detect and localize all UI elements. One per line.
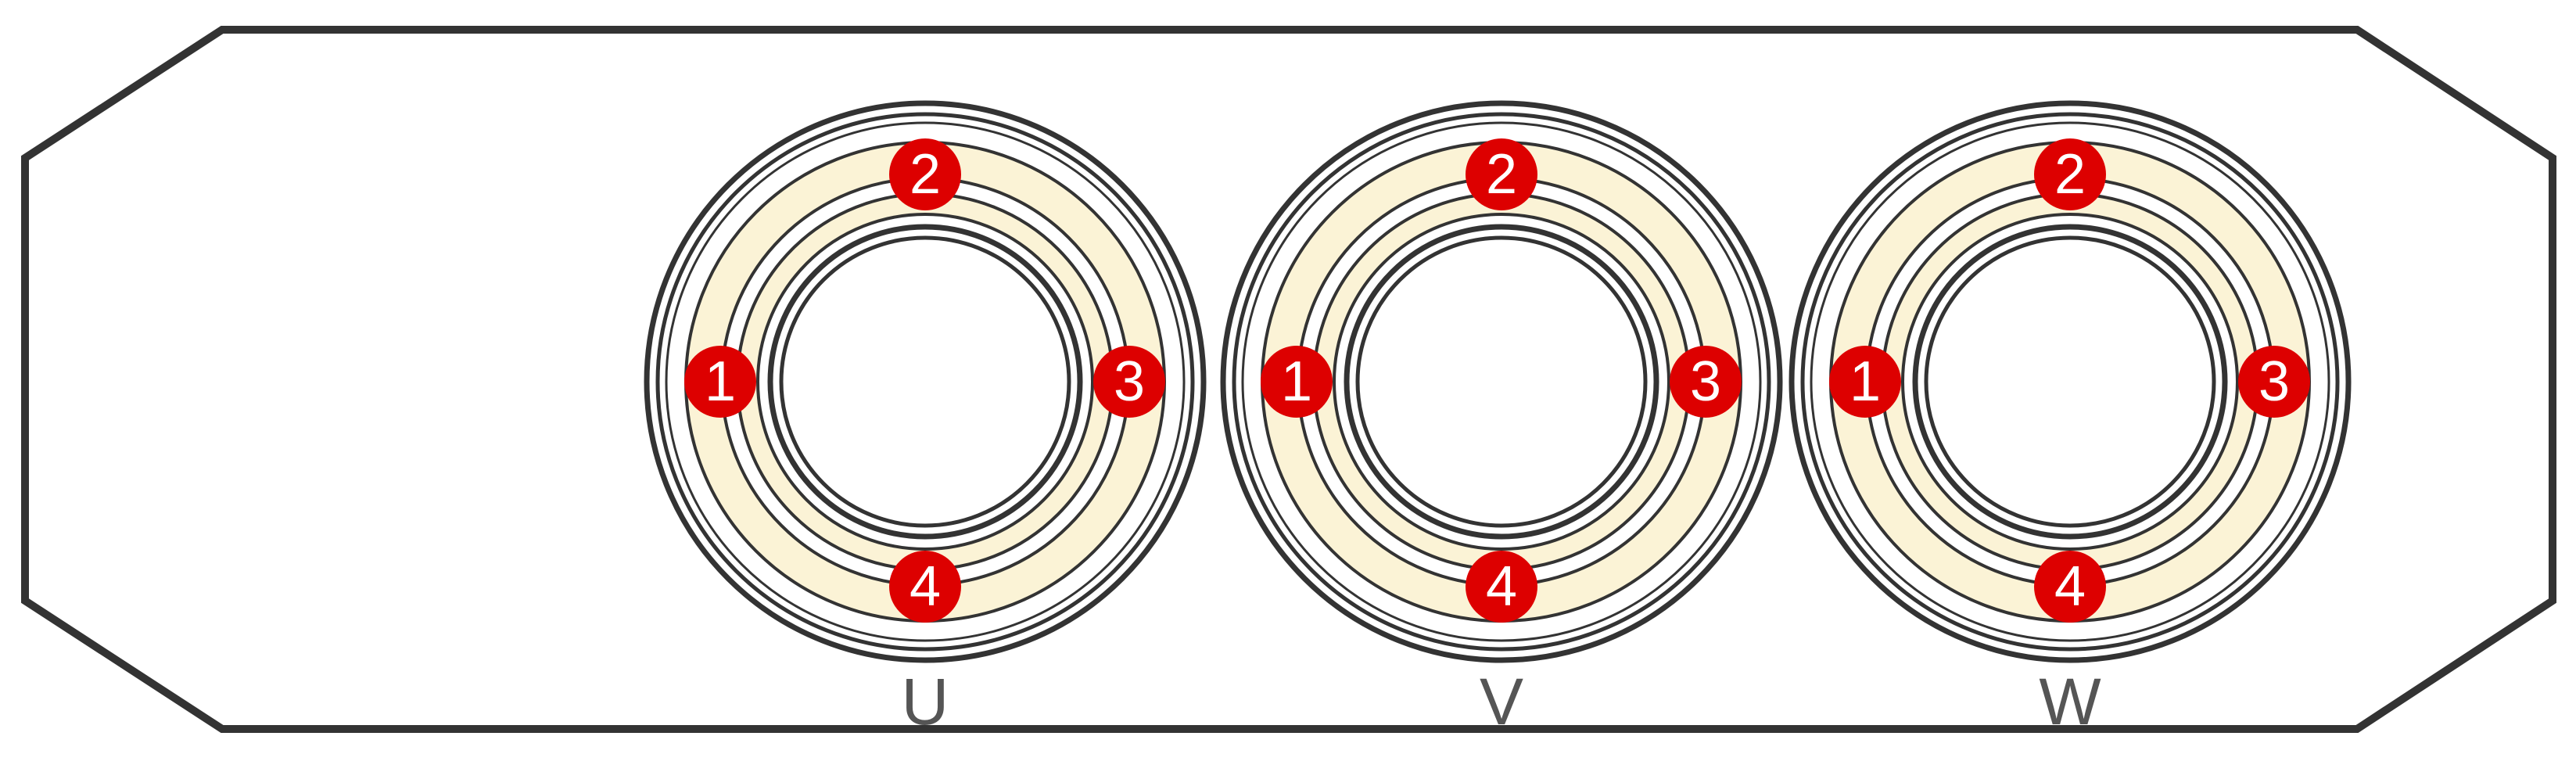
outer-ring-edge — [1241, 121, 1762, 642]
ring-line — [1901, 213, 2239, 551]
marker-dot — [889, 138, 961, 210]
marker-number: 2 — [2054, 143, 2086, 206]
ring-line — [756, 213, 1094, 551]
marker-number: 1 — [1281, 350, 1312, 413]
marker-number: 4 — [2054, 555, 2086, 618]
marker-number: 4 — [909, 555, 941, 618]
outer-ring-edge — [1800, 112, 2340, 652]
phase-w-terminal: 1 2 3 4 W — [1788, 100, 2352, 738]
marker-dot — [1261, 346, 1333, 418]
marker-dot — [889, 551, 961, 623]
outer-ring-edge — [1810, 121, 2330, 642]
marker-number: 1 — [1849, 350, 1881, 413]
marker-number: 4 — [1486, 555, 1517, 618]
marker-3: 3 — [1093, 346, 1165, 418]
marker-dot — [1466, 551, 1537, 623]
outer-ring-edge — [665, 121, 1186, 642]
marker-3: 3 — [2238, 346, 2310, 418]
marker-1: 1 — [684, 346, 756, 418]
marker-dot — [2034, 138, 2106, 210]
marker-2: 2 — [1466, 138, 1537, 210]
marker-4: 4 — [889, 551, 961, 623]
marker-2: 2 — [889, 138, 961, 210]
phase-label-u: U — [902, 665, 949, 738]
marker-dot — [2238, 346, 2310, 418]
marker-dot — [1093, 346, 1165, 418]
marker-dot — [1466, 138, 1537, 210]
marker-dot — [2034, 551, 2106, 623]
bolt-hole — [1355, 235, 1648, 528]
marker-number: 3 — [1114, 350, 1145, 413]
marker-number: 2 — [909, 143, 941, 206]
marker-4: 4 — [1466, 551, 1537, 623]
marker-3: 3 — [1670, 346, 1742, 418]
marker-dot — [1829, 346, 1901, 418]
bolt-hole — [1924, 235, 2216, 528]
marker-number: 2 — [1486, 143, 1517, 206]
marker-dot — [684, 346, 756, 418]
marker-1: 1 — [1261, 346, 1333, 418]
phase-label-v: V — [1480, 665, 1523, 738]
phase-label-w: W — [2039, 665, 2101, 738]
outer-ring-edge — [1232, 112, 1771, 652]
marker-number: 1 — [705, 350, 736, 413]
phase-v-terminal: 1 2 3 4 V — [1220, 100, 1783, 738]
marker-1: 1 — [1829, 346, 1901, 418]
marker-number: 3 — [1690, 350, 1721, 413]
phase-u-terminal: 1 2 3 4 U — [644, 100, 1207, 738]
marker-4: 4 — [2034, 551, 2106, 623]
ring-line — [1333, 213, 1670, 551]
marker-number: 3 — [2258, 350, 2290, 413]
bolt-hole — [779, 235, 1071, 528]
marker-2: 2 — [2034, 138, 2106, 210]
outer-ring-edge — [655, 112, 1195, 652]
marker-dot — [1670, 346, 1742, 418]
